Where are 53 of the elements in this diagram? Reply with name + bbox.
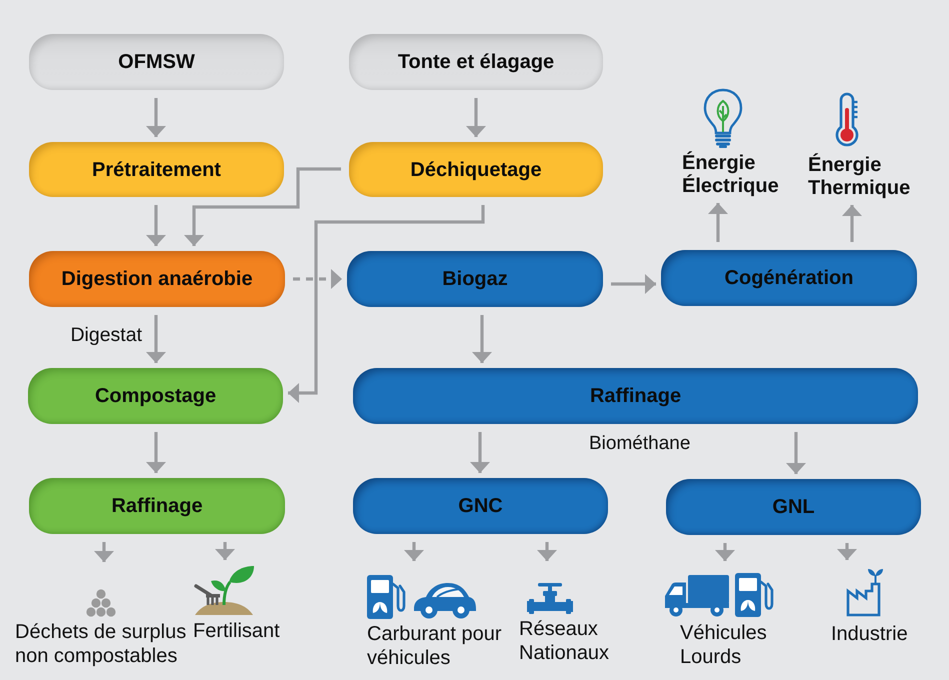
arrow (470, 432, 490, 473)
arrow (611, 274, 656, 294)
arrow (472, 315, 492, 363)
step-label: Prétraitement (92, 158, 221, 182)
process-box (347, 251, 603, 307)
process-box (349, 142, 603, 197)
process-box (666, 479, 921, 535)
arrow (146, 315, 166, 363)
arrow (715, 543, 735, 561)
arrow (842, 205, 862, 242)
step-label: OFMSW (118, 50, 195, 74)
arrow (184, 167, 341, 246)
step-label: Digestion anaérobie (61, 267, 253, 291)
step-label: Raffinage (590, 384, 682, 408)
arrow (146, 205, 166, 246)
arrow (146, 432, 166, 473)
process-box (661, 250, 917, 306)
step-label: Compostage (94, 384, 216, 408)
arrow (786, 432, 806, 474)
output-heading: Énergie Thermique (808, 154, 912, 200)
arrow (94, 542, 114, 562)
process-box (28, 368, 283, 424)
step-label: Déchiquetage (410, 158, 542, 182)
arrow (837, 543, 857, 560)
output-heading: Énergie Électrique (682, 152, 780, 198)
arrow (404, 542, 424, 561)
arrow (215, 542, 235, 560)
output-label: Fertilisant (193, 619, 281, 643)
arrow (146, 98, 166, 137)
step-label: Biogaz (442, 267, 508, 291)
process-box (353, 368, 918, 424)
arrow (708, 203, 728, 242)
process-box (349, 34, 603, 90)
arrow (288, 205, 485, 403)
output-label: Véhicules Lourds (680, 621, 768, 669)
flow-label: Biométhane (589, 433, 690, 455)
process-box (353, 478, 608, 534)
output-label: Industrie (831, 622, 909, 646)
output-label: Déchets de surplus non compostables (15, 620, 188, 668)
process-box (29, 34, 284, 90)
process-box (29, 478, 285, 534)
step-label: GNL (772, 495, 815, 519)
process-box (29, 142, 284, 197)
step-label: Tonte et élagage (398, 50, 554, 74)
step-label: Cogénération (724, 266, 854, 290)
arrow (466, 98, 486, 137)
process-box (29, 251, 285, 307)
arrow (537, 542, 557, 561)
step-label: Raffinage (111, 494, 203, 518)
step-label: GNC (458, 494, 503, 518)
output-label: Carburant pour véhicules (367, 622, 503, 670)
dashed-arrow (293, 269, 342, 289)
output-label: Réseaux Nationaux (519, 617, 610, 665)
